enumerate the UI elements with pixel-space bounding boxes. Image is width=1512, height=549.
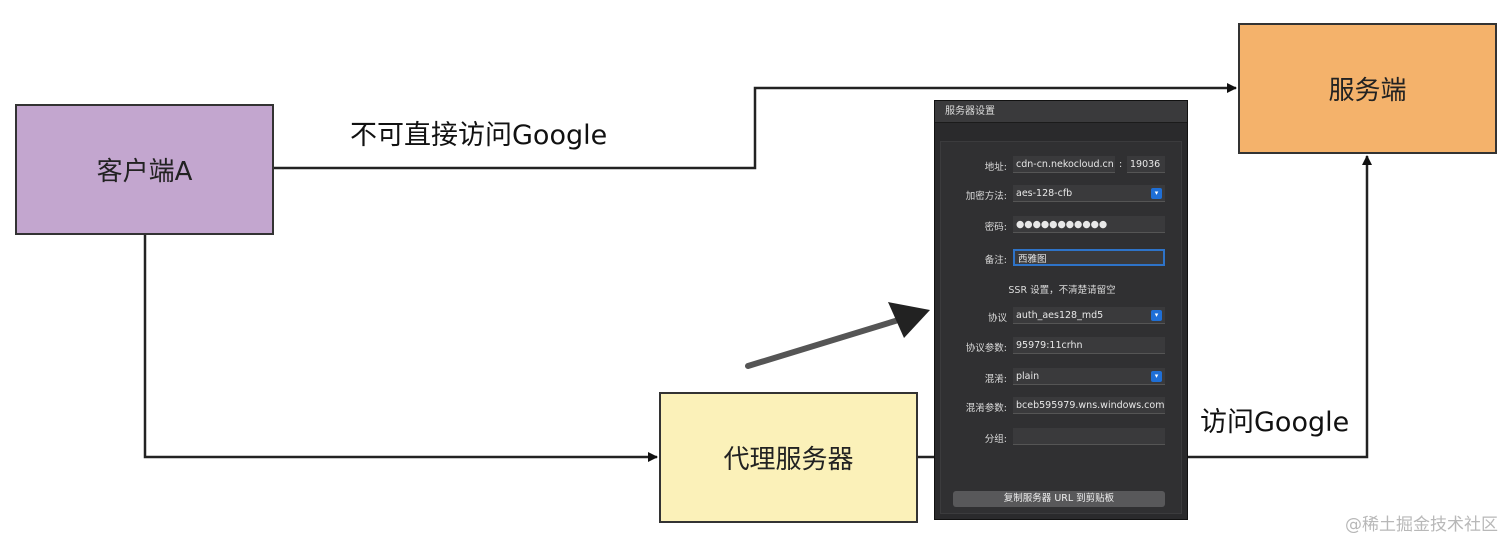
encryption-row: 加密方法: aes-128-cfb ▾ [935,185,1189,203]
port-input[interactable]: 19036 [1127,156,1165,173]
obfs-label: 混淆: [984,374,1007,385]
protocol-label: 协议 [987,313,1007,324]
protocol-param-label: 协议参数: [965,343,1007,354]
copy-url-button[interactable]: 复制服务器 URL 到剪贴板 [953,491,1165,507]
group-input[interactable] [1013,428,1165,445]
obfs-param-label: 混淆参数: [965,403,1007,414]
protocol-param-row: 协议参数: 95979:11crhn [935,337,1189,355]
dialog-title: 服务器设置 [935,101,1187,123]
server-settings-dialog: 服务器设置 地址: cdn-cn.nekocloud.cn : 19036 加密… [934,100,1188,520]
protocol-row: 协议 auth_aes128_md5 ▾ [935,307,1189,325]
address-row: 地址: cdn-cn.nekocloud.cn : 19036 [935,156,1189,174]
edge-client-to-proxy [143,235,658,462]
obfs-param-input[interactable]: bceb595979.wns.windows.com [1013,397,1165,414]
proxy-label: 代理服务器 [723,445,854,475]
chevron-down-icon: ▾ [1151,188,1162,199]
encryption-label: 加密方法: [965,191,1007,202]
encryption-select[interactable]: aes-128-cfb ▾ [1013,185,1165,202]
address-input[interactable]: cdn-cn.nekocloud.cn [1013,156,1115,173]
remark-row: 备注: 西雅图 [935,249,1189,267]
password-row: 密码: ●●●●●●●●●●● [935,216,1189,234]
edge-label-access: 访问Google [1200,407,1350,438]
obfs-param-row: 混淆参数: bceb595979.wns.windows.com [935,397,1189,415]
chevron-down-icon: ▾ [1151,310,1162,321]
dialog-panel [940,141,1182,514]
obfs-row: 混淆: plain ▾ [935,368,1189,386]
obfs-value: plain [1016,371,1040,382]
protocol-value: auth_aes128_md5 [1016,310,1104,321]
proxy-node: 代理服务器 [659,392,918,523]
server-node: 服务端 [1238,23,1497,154]
address-label: 地址: [984,162,1007,173]
edge-label-no-access: 不可直接访问Google [350,120,608,151]
ssr-note: SSR 设置，不清楚请留空 [1008,285,1116,296]
chevron-down-icon: ▾ [1151,371,1162,382]
encryption-value: aes-128-cfb [1016,188,1073,199]
remark-label: 备注: [984,255,1007,266]
remark-input[interactable]: 西雅图 [1013,249,1165,266]
client-label: 客户端A [96,157,193,187]
server-label: 服务端 [1328,76,1407,106]
protocol-select[interactable]: auth_aes128_md5 ▾ [1013,307,1165,324]
group-label: 分组: [984,434,1007,445]
edge-client-to-server [274,83,1237,170]
protocol-param-input[interactable]: 95979:11crhn [1013,337,1165,354]
port-separator: : [1119,159,1123,170]
obfs-select[interactable]: plain ▾ [1013,368,1165,385]
group-row: 分组: [935,428,1189,446]
watermark: @稀土掘金技术社区 [1345,515,1498,535]
password-label: 密码: [984,222,1007,233]
client-node: 客户端A [15,104,274,235]
password-input[interactable]: ●●●●●●●●●●● [1013,216,1165,233]
pointer-arrow [745,302,930,369]
